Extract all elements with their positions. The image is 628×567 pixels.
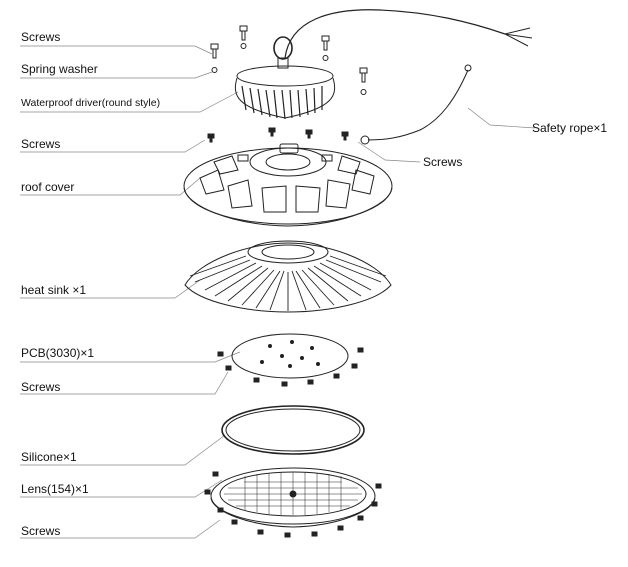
cover-screws xyxy=(207,127,349,143)
label-spring-washer: Spring washer xyxy=(21,62,98,76)
label-pcb: PCB(3030)×1 xyxy=(21,346,95,360)
power-cable xyxy=(284,9,506,59)
silicone-ring xyxy=(221,405,365,455)
label-screws-cover: Screws xyxy=(21,137,61,151)
heat-sink xyxy=(184,240,392,313)
label-lens: Lens(154)×1 xyxy=(21,482,89,496)
top-screws xyxy=(210,25,368,95)
pcb-board xyxy=(231,333,349,379)
label-heat-sink: heat sink ×1 xyxy=(21,283,87,297)
pcb-screws xyxy=(217,347,364,387)
label-screws-pcb: Screws xyxy=(21,380,61,394)
label-screws-bottom: Screws xyxy=(21,524,61,538)
label-safety-rope: Safety rope×1 xyxy=(532,121,608,135)
roof-cover xyxy=(183,143,393,227)
lens-screws xyxy=(204,471,382,538)
safety-rope xyxy=(367,69,469,141)
label-roof-cover: roof cover xyxy=(21,180,75,194)
label-screws-right: Screws xyxy=(423,155,463,169)
label-screws-top: Screws xyxy=(21,30,61,44)
leader-lines xyxy=(20,45,536,539)
waterproof-driver xyxy=(234,36,336,120)
label-silicone: Silicone×1 xyxy=(21,450,77,464)
lens xyxy=(210,467,376,528)
label-waterproof-driver: Waterproof driver(round style) xyxy=(21,97,161,109)
